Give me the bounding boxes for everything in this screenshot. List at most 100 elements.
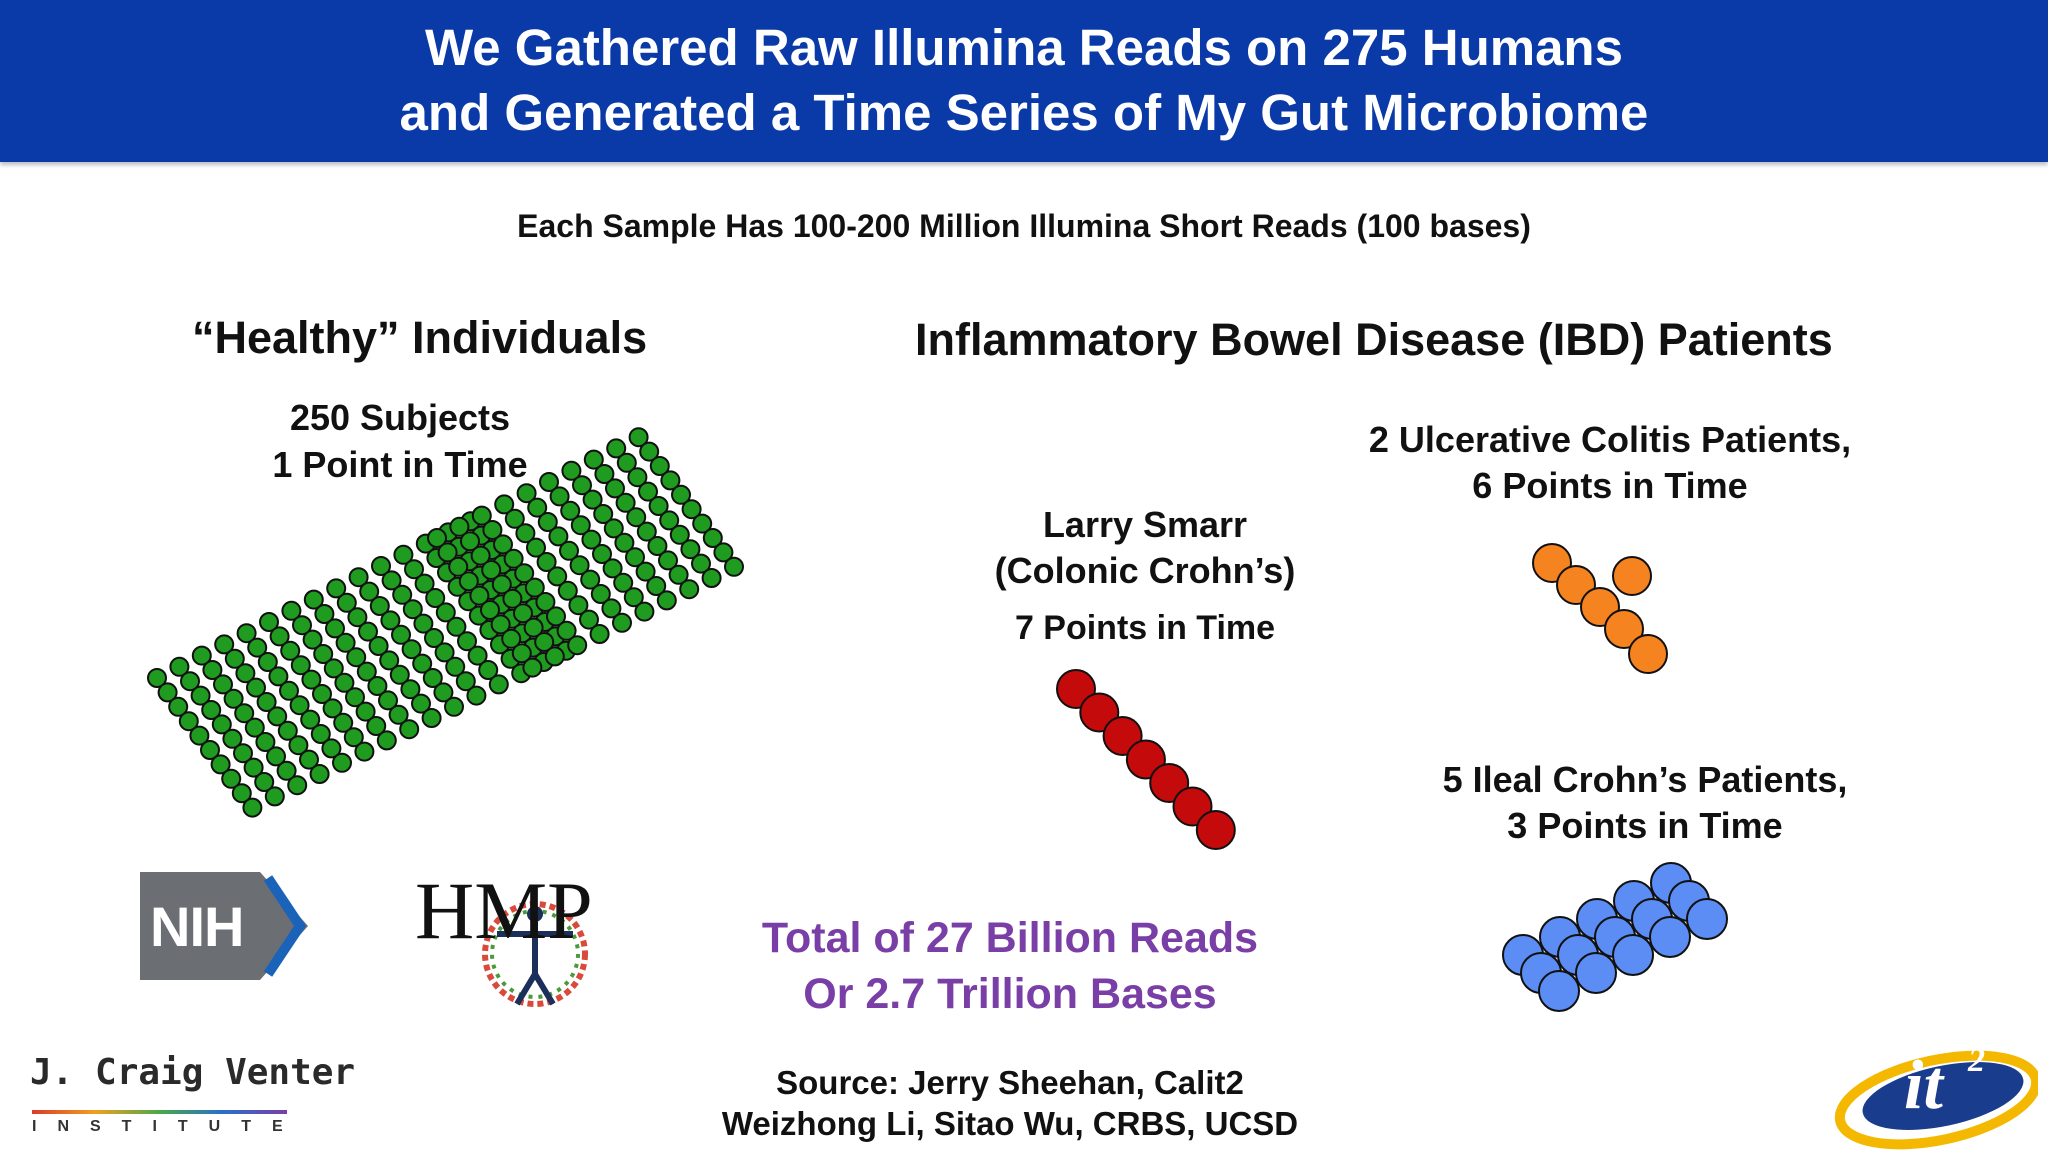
healthy-sample-dot [281, 600, 302, 621]
ileal-sample-dots [1502, 862, 1728, 1012]
healthy-sample-dot [371, 556, 391, 576]
healthy-sample-dot [589, 624, 610, 644]
healthy-sample-dot [524, 577, 545, 598]
healthy-sample-dot [535, 592, 556, 612]
healthy-sample-dot [569, 555, 590, 576]
healthy-sample-dot [478, 660, 499, 680]
healthy-sample-dot [358, 621, 378, 642]
healthy-sample-dot [180, 671, 200, 692]
healthy-sample-dot [404, 559, 424, 580]
healthy-sample-dot [445, 656, 466, 677]
healthy-sample-dot [557, 580, 578, 601]
healthy-sample-dot [466, 685, 487, 706]
healthy-sample-dot [470, 545, 491, 566]
healthy-sample-dot [594, 464, 615, 484]
healthy-sample-dot [527, 497, 548, 518]
healthy-sample-dot [568, 595, 589, 616]
healthy-sample-dot [680, 539, 701, 560]
healthy-sample-dot [157, 682, 178, 703]
healthy-sample-dot [367, 676, 388, 696]
healthy-sample-dot [582, 489, 603, 510]
title-banner: We Gathered Raw Illumina Reads on 275 Hu… [0, 0, 2048, 162]
healthy-sample-dot [202, 660, 223, 680]
healthy-sample-dot [236, 623, 257, 644]
healthy-sample-dot [534, 632, 555, 652]
healthy-sample-dot [467, 645, 488, 666]
healthy-sample-dot [322, 698, 343, 719]
healthy-sample-dot [480, 600, 500, 620]
healthy-sample-dot [277, 720, 298, 741]
healthy-sample-dot [523, 617, 544, 638]
healthy-sample-dot [309, 764, 330, 784]
healthy-sample-dot [335, 632, 356, 653]
healthy-sample-dot [422, 668, 443, 688]
healthy-sample-dot [299, 749, 319, 770]
healthy-sample-dot [393, 544, 414, 565]
healthy-sample-dot [606, 438, 627, 459]
healthy-sample-dot [446, 616, 467, 637]
healthy-sample-dot [355, 701, 376, 722]
jcvi-underline [32, 1110, 287, 1130]
healthy-sample-dot [321, 738, 342, 759]
healthy-sample-dot [669, 524, 690, 545]
healthy-sample-dot [537, 512, 558, 532]
healthy-label-2: 1 Point in Time [272, 444, 528, 485]
uc-sample-dot [1612, 556, 1652, 596]
source-line-1: Source: Jerry Sheehan, Calit2 [776, 1064, 1244, 1101]
healthy-sample-dot [570, 515, 591, 536]
healthy-sample-dot [494, 494, 515, 515]
uc-sample-dots [1532, 543, 1668, 674]
healthy-sample-dot [235, 663, 256, 684]
healthy-sample-dot [368, 636, 389, 656]
healthy-sample-dot [583, 449, 604, 470]
larry-label-1: Larry Smarr [1042, 504, 1248, 545]
healthy-sample-dot [279, 680, 299, 701]
hmp-logo-figure [482, 901, 588, 1007]
healthy-sample-dot [392, 584, 413, 605]
healthy-sample-dot [612, 612, 632, 633]
healthy-sample-dot [493, 534, 513, 555]
healthy-sample-dot [713, 542, 734, 563]
healthy-sample-dot [380, 610, 401, 631]
healthy-sample-dot [247, 637, 268, 658]
healthy-sample-dot [559, 540, 579, 561]
healthy-sample-dot [334, 672, 355, 693]
healthy-sample-dot [276, 760, 297, 781]
healthy-sample-dot [242, 797, 263, 818]
healthy-sample-dot [359, 581, 380, 602]
healthy-sample-dot [647, 536, 668, 556]
healthy-sample-dot [255, 732, 276, 752]
healthy-sample-dot [628, 427, 649, 448]
healthy-sample-dot [513, 603, 533, 624]
healthy-sample-dot [614, 532, 635, 553]
healthy-sample-dot [343, 727, 364, 748]
healthy-sample-dot [515, 523, 536, 544]
healthy-sample-dot [210, 754, 231, 775]
ileal-label-1: 5 Ileal Crohn’s Patients, [1442, 759, 1848, 800]
healthy-sample-dot [333, 712, 354, 733]
healthy-sample-dot [522, 657, 543, 678]
healthy-sample-dot [376, 730, 397, 751]
healthy-sample-dot [412, 653, 433, 674]
larry-label-2: (Colonic Crohn’s) [994, 550, 1296, 591]
healthy-sample-dot [312, 684, 332, 704]
healthy-sample-dot [433, 682, 454, 703]
healthy-sample-dot [471, 505, 492, 526]
healthy-sample-dot [425, 588, 446, 608]
healthy-sample-dot [504, 508, 525, 529]
healthy-sample-dot [348, 567, 369, 588]
healthy-sample-dot [635, 561, 656, 582]
title-line-2: and Generated a Time Series of My Gut Mi… [399, 84, 1649, 141]
healthy-sample-dot [269, 626, 290, 647]
healthy-sample-dot [222, 728, 243, 749]
healthy-sample-dot [303, 589, 324, 610]
healthy-sample-dot [244, 717, 265, 738]
nih-logo-text: NIH [150, 895, 244, 958]
healthy-sample-dot [638, 481, 658, 502]
healthy-sample-dot [223, 688, 244, 709]
healthy-sample-dot [572, 475, 592, 496]
healthy-sample-dot [623, 587, 644, 608]
ibd-heading: Inflammatory Bowel Disease (IBD) Patient… [915, 314, 1833, 365]
healthy-sample-dot [401, 639, 422, 660]
larry-label-3: 7 Points in Time [1014, 609, 1276, 647]
